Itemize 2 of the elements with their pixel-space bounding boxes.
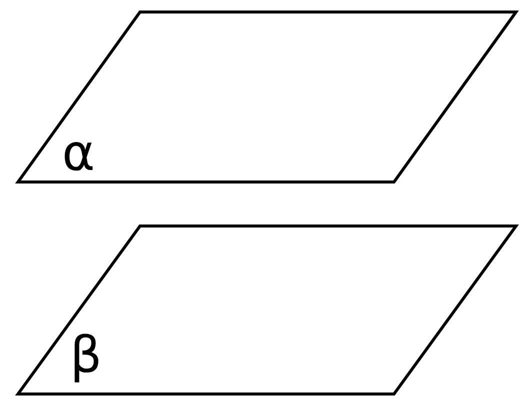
plane-label: α	[62, 128, 95, 178]
plane-label: β	[70, 330, 102, 380]
